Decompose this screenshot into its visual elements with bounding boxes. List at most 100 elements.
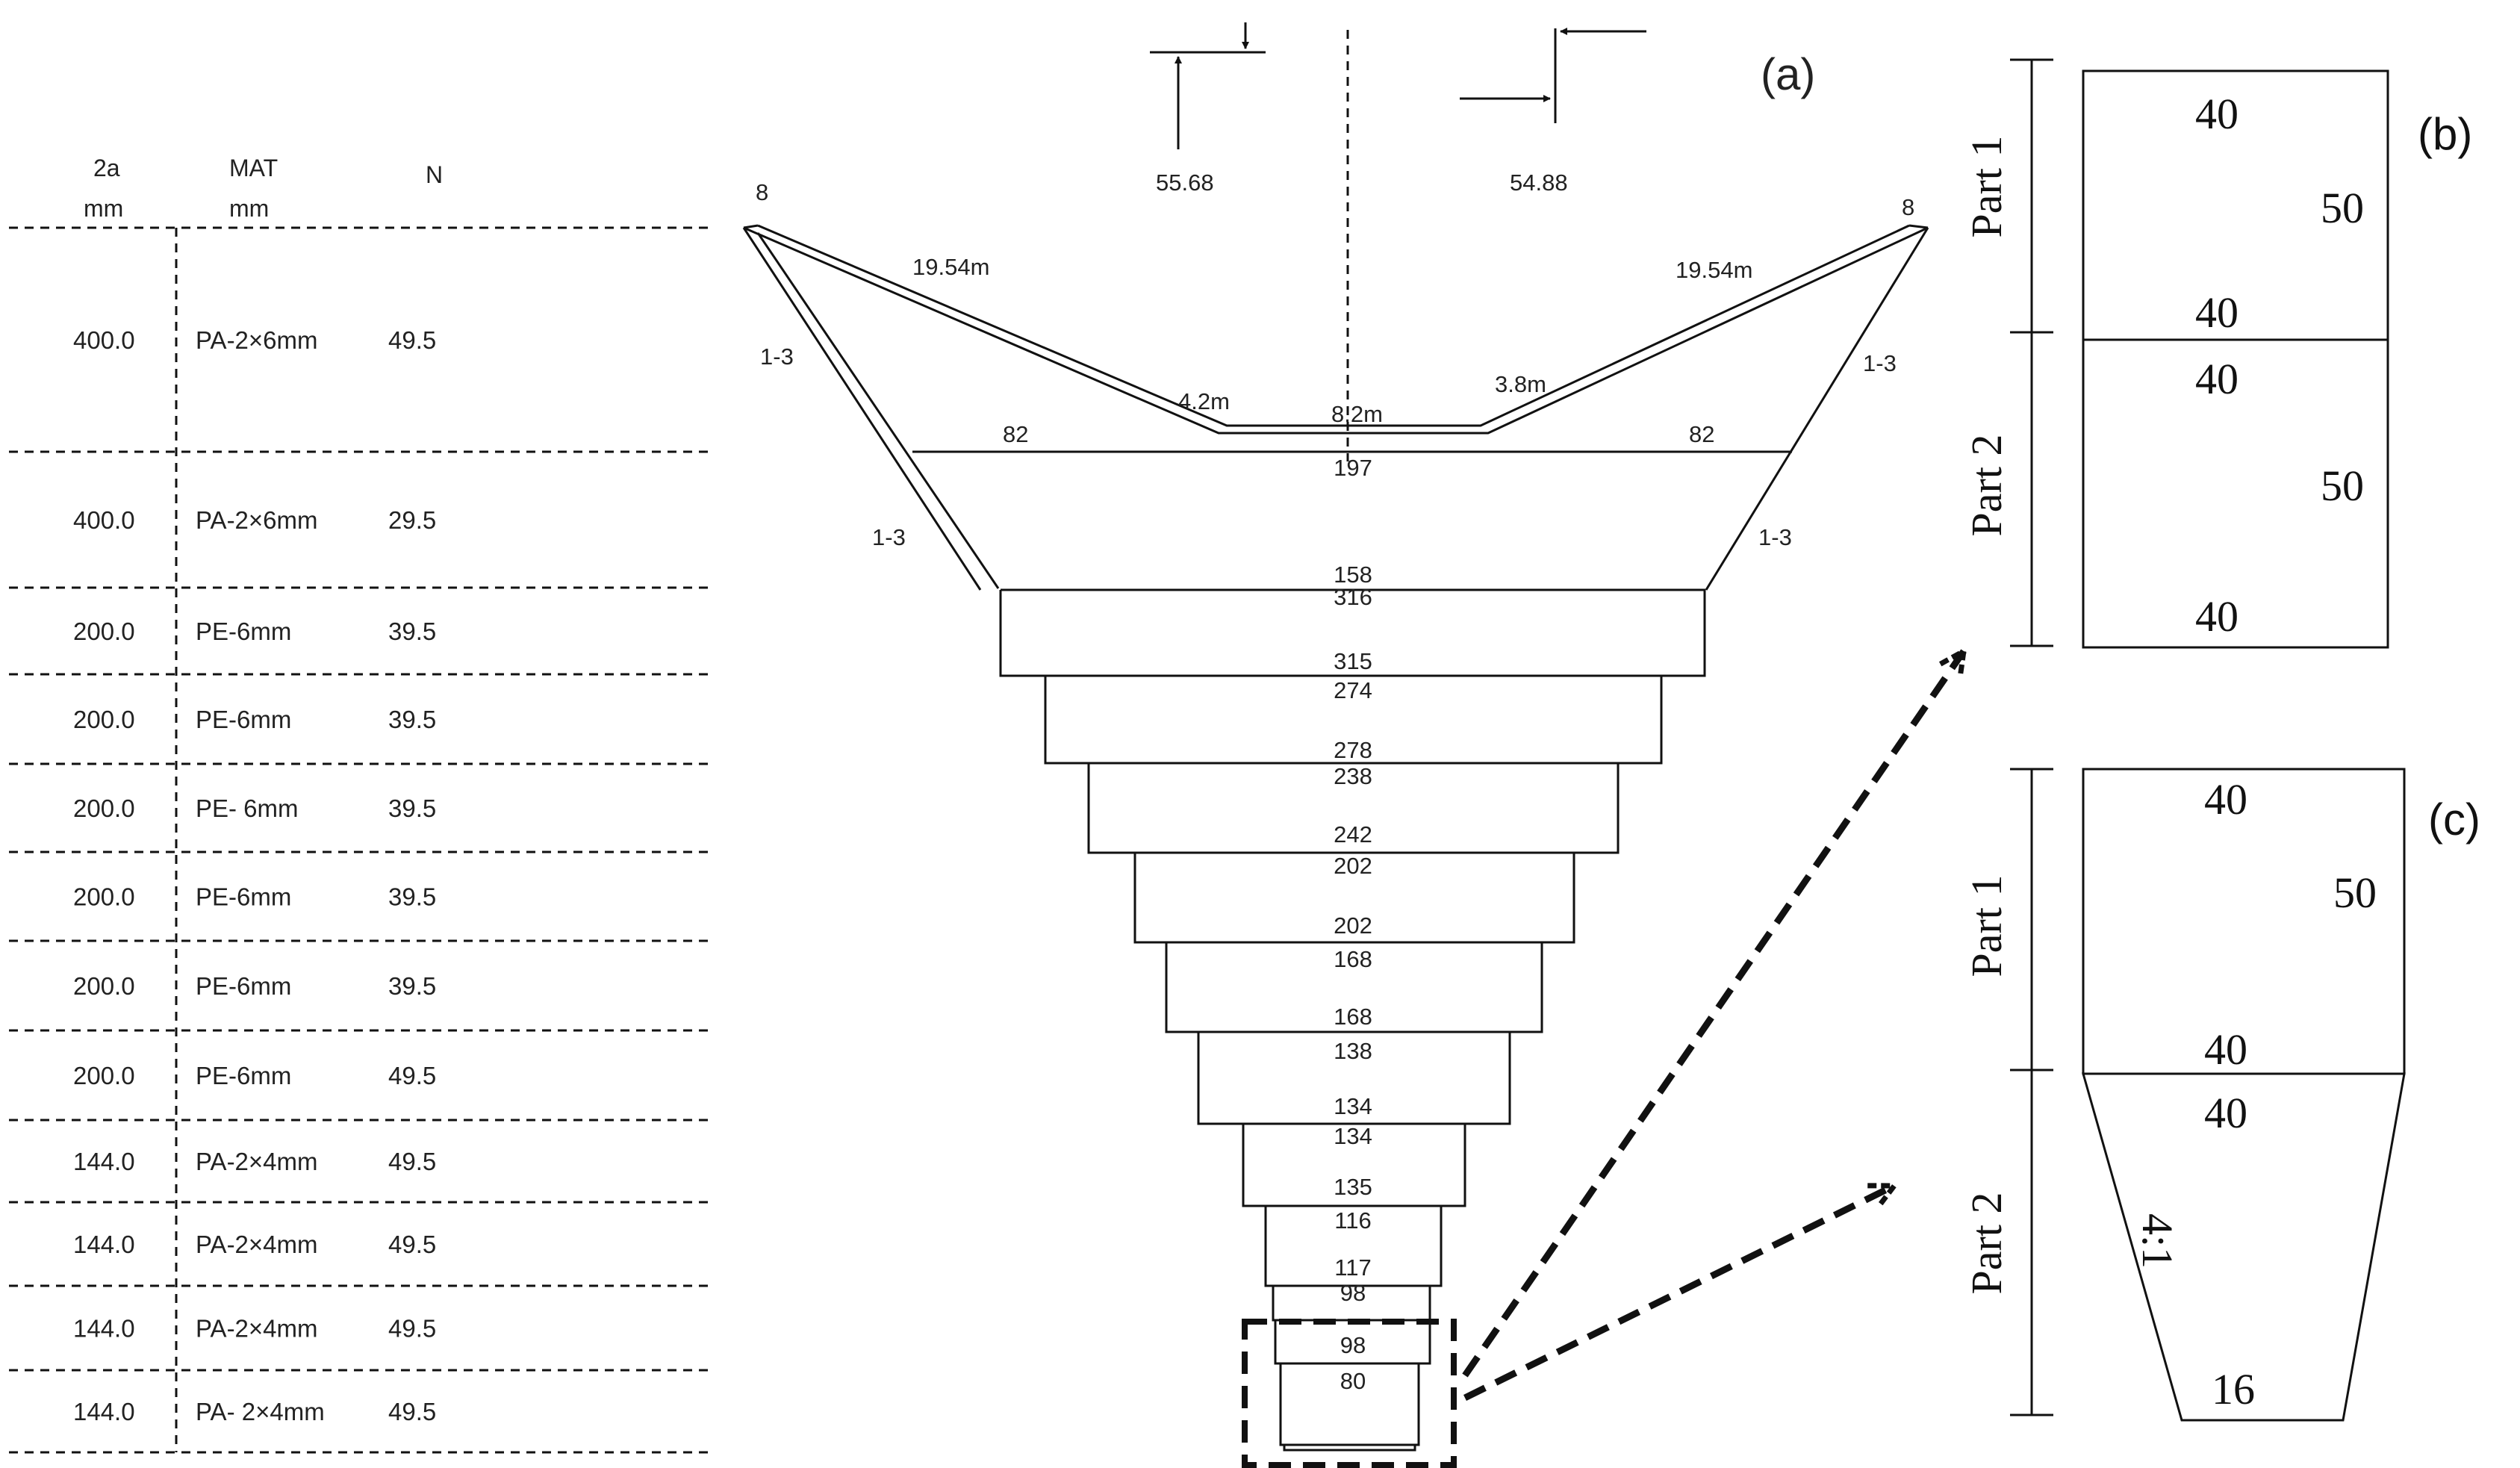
net-section-6 (1197, 1030, 1511, 1125)
net-section-3 (1087, 762, 1620, 854)
section-value: 138 (1334, 1038, 1372, 1064)
cell-2a: 200.0 (73, 1062, 135, 1089)
table-row: 200.0 PE-6mm 49.5 (9, 1062, 713, 1122)
panel-c-part1-bottom: 40 (2204, 1025, 2247, 1074)
cell-material: PA-2×4mm (196, 1148, 318, 1175)
section-value: 202 (1334, 912, 1372, 939)
header-mat-unit: mm (229, 195, 269, 222)
section-value: 158 (1334, 562, 1372, 588)
pointer-arrow-to-c (1463, 1186, 1894, 1402)
cell-n: 39.5 (388, 883, 436, 911)
codend-highlight-box (1242, 1319, 1457, 1468)
cell-material: PE-6mm (196, 706, 291, 733)
panel-b-box (2082, 69, 2389, 649)
net-section-8 (1264, 1204, 1443, 1287)
section-value: 278 (1334, 737, 1372, 763)
cell-n: 39.5 (388, 706, 436, 733)
side-left-82: 82 (1003, 421, 1028, 447)
slope-upper-left: 1-3 (760, 343, 794, 370)
header-mat: MAT (229, 155, 278, 181)
cell-2a: 144.0 (73, 1398, 135, 1425)
panel-c-taper-ratio: 4:1 (2133, 1213, 2182, 1269)
wing-width-left: 8 (756, 179, 768, 205)
cell-material: PE-6mm (196, 972, 291, 1000)
panel-a-label: (a) (1761, 49, 1815, 99)
cell-n: 49.5 (388, 1148, 436, 1175)
wing-length-right: 19.54m (1676, 257, 1752, 283)
cell-2a: 200.0 (73, 618, 135, 645)
pointer-arrow-to-b (1462, 651, 1964, 1378)
section-value: 202 (1334, 853, 1372, 879)
cell-2a: 144.0 (73, 1231, 135, 1258)
section-value: 197 (1334, 455, 1372, 481)
header-2a: 2a (93, 155, 120, 181)
inner-right-length: 3.8m (1495, 371, 1546, 397)
section-value: 238 (1334, 763, 1372, 789)
cell-material: PE-6mm (196, 1062, 291, 1089)
panel-b-part2-top: 40 (2195, 355, 2239, 403)
cell-n: 49.5 (388, 1062, 436, 1089)
panel-b-label: (b) (2418, 109, 2472, 159)
net-section-4 (1133, 851, 1575, 944)
cell-material: PE-6mm (196, 883, 291, 911)
cell-2a: 400.0 (73, 326, 135, 354)
cell-n: 49.5 (388, 1231, 436, 1258)
cell-2a: 200.0 (73, 706, 135, 733)
cell-n: 39.5 (388, 618, 436, 645)
panel-b-part2: Part 2 (1962, 435, 2011, 537)
dimension-right-value: 54.88 (1510, 169, 1568, 196)
cell-n: 29.5 (388, 506, 436, 534)
section-value: 168 (1334, 946, 1372, 972)
panel-b-part1: Part 1 (1962, 136, 2011, 238)
cell-2a: 400.0 (73, 506, 135, 534)
section-value: 134 (1334, 1093, 1372, 1119)
cell-2a: 200.0 (73, 972, 135, 1000)
net-wings (742, 224, 1929, 591)
cell-n: 49.5 (388, 1315, 436, 1343)
net-section-5 (1165, 941, 1543, 1033)
table-row: 200.0 PE-6mm 39.5 (9, 972, 713, 1032)
panel-b-part2-length: 50 (2321, 461, 2364, 510)
net-section-12 (1283, 1443, 1416, 1452)
dimension-arrow-right (1460, 28, 1646, 123)
net-section-11 (1279, 1362, 1420, 1446)
cell-material: PA-2×6mm (196, 326, 318, 354)
panel-b-part1-top: 40 (2195, 90, 2239, 138)
table-row: 200.0 PE-6mm 39.5 (9, 706, 713, 765)
cell-n: 39.5 (388, 972, 436, 1000)
section-value: 315 (1334, 648, 1372, 674)
slope-lower-left: 1-3 (872, 524, 906, 550)
inner-center-length: 8.2m (1331, 401, 1383, 427)
section-value: 116 (1334, 1207, 1371, 1234)
table-row: 200.0 PE-6mm 39.5 (9, 883, 713, 942)
section-value: 274 (1334, 677, 1372, 703)
cell-material: PA-2×6mm (196, 506, 318, 534)
panel-c-part2-bottom: 16 (2212, 1365, 2255, 1413)
cell-n: 39.5 (388, 794, 436, 822)
cell-material: PE- 6mm (196, 794, 299, 822)
panel-c-label: (c) (2428, 794, 2480, 845)
cell-material: PA-2×4mm (196, 1231, 318, 1258)
net-section-7 (1242, 1122, 1466, 1207)
header-n: N (426, 161, 443, 188)
cell-2a: 200.0 (73, 883, 135, 911)
table-row: 144.0 PA-2×4mm 49.5 (9, 1231, 713, 1287)
panel-b-detail: (b) Part 1 Part 2 40 50 40 40 50 40 (1962, 58, 2472, 649)
net-section-2 (1044, 674, 1663, 765)
net-section-10 (1274, 1319, 1431, 1365)
cell-2a: 144.0 (73, 1315, 135, 1343)
section-value: 242 (1334, 821, 1372, 847)
net-body-sections: 1971583163152742782382422022021681681381… (999, 455, 1706, 1452)
slope-lower-right: 1-3 (1758, 524, 1792, 550)
dimension-left-value: 55.68 (1156, 169, 1214, 196)
section-value: 134 (1334, 1123, 1372, 1149)
